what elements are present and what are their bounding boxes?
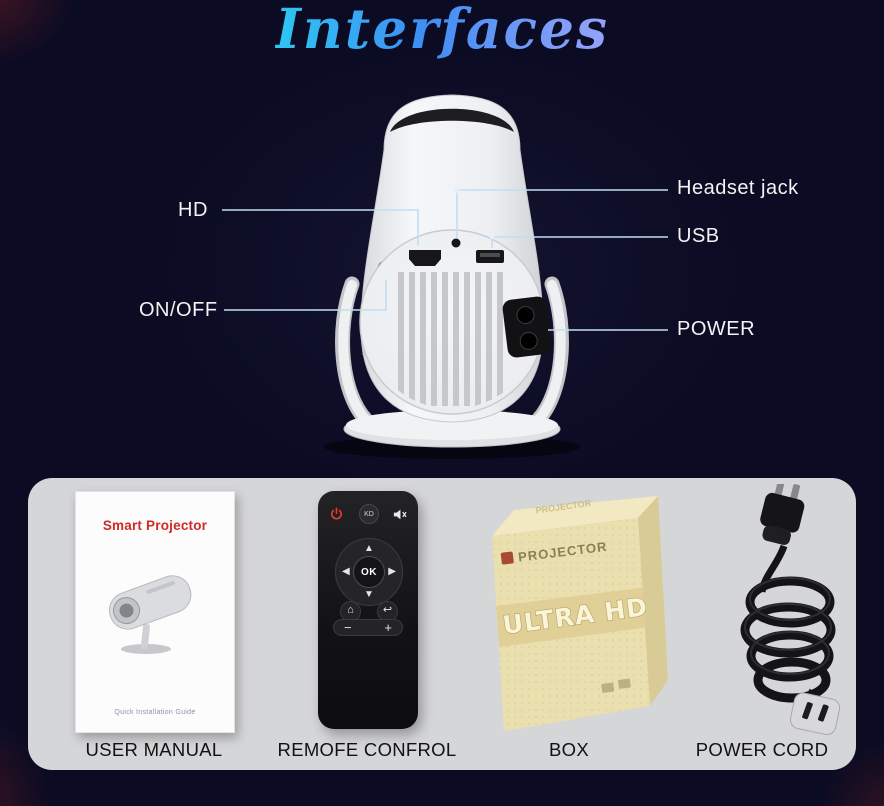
projector-diagram [222,94,668,459]
callout-power-label: POWER [677,318,756,340]
manual-footer: Quick Installation Guide [114,709,196,716]
box-certification-marks [601,678,631,693]
dpad: ▲ ▼ ◀ ▶ OK [335,538,403,606]
box-top-face [492,496,658,536]
home-button: ⌂ [340,601,361,622]
vent-grille [398,272,503,406]
dpad-down-icon: ▼ [364,589,374,600]
manual-title: Smart Projector [102,518,208,533]
manual-projector-illustration [108,575,192,654]
power-cord-label: POWER CORD [695,739,829,760]
ok-button: OK [353,556,385,588]
dpad-left-icon: ◀ [342,566,350,577]
volume-minus-icon: − [344,620,352,635]
volume-plus-icon: + [384,620,392,635]
remote-control: KD ▲ ▼ ◀ ▶ OK ⌂ ↩ − [318,491,418,729]
user-manual-label: USER MANUAL [85,739,223,760]
box-logo-mark [500,551,514,565]
dpad-right-icon: ▶ [388,566,396,577]
home-icon: ⌂ [347,604,354,616]
headset-jack-hole [451,238,461,248]
back-icon: ↩ [382,604,393,616]
accessories-panel: Smart Projector Quick Installation Guide [28,478,856,770]
page-title: Interfaces [275,0,609,62]
box-label: BOX [549,739,589,760]
callout-dots [454,187,495,240]
mute-icon [393,509,407,520]
callout-usb-label: USB [677,225,720,247]
user-manual-card: Smart Projector Quick Installation Guide [75,491,235,733]
volume-rocker: − + [333,619,403,636]
usb-port [476,250,504,263]
top-recess [390,108,514,132]
remote-control-label: REMOFE CONFROL [277,739,457,760]
callout-headset-label: Headset jack [677,177,799,199]
product-box: PROJECTOR PROJECTOR ULTRA HD [492,496,668,731]
callout-onoff-label: ON/OFF [139,299,218,321]
hdmi-port [409,250,441,266]
plug-face [789,692,841,736]
dpad-up-icon: ▲ [364,543,374,554]
box-side-face [638,496,668,706]
plug-top [760,484,805,545]
kd-button-label: KD [364,510,374,518]
power-inlet [502,296,552,358]
kd-button: KD [359,504,379,524]
power-icon [330,507,343,520]
callout-hd-label: HD [178,199,208,221]
power-cord [740,484,841,736]
ok-button-label: OK [361,566,377,578]
